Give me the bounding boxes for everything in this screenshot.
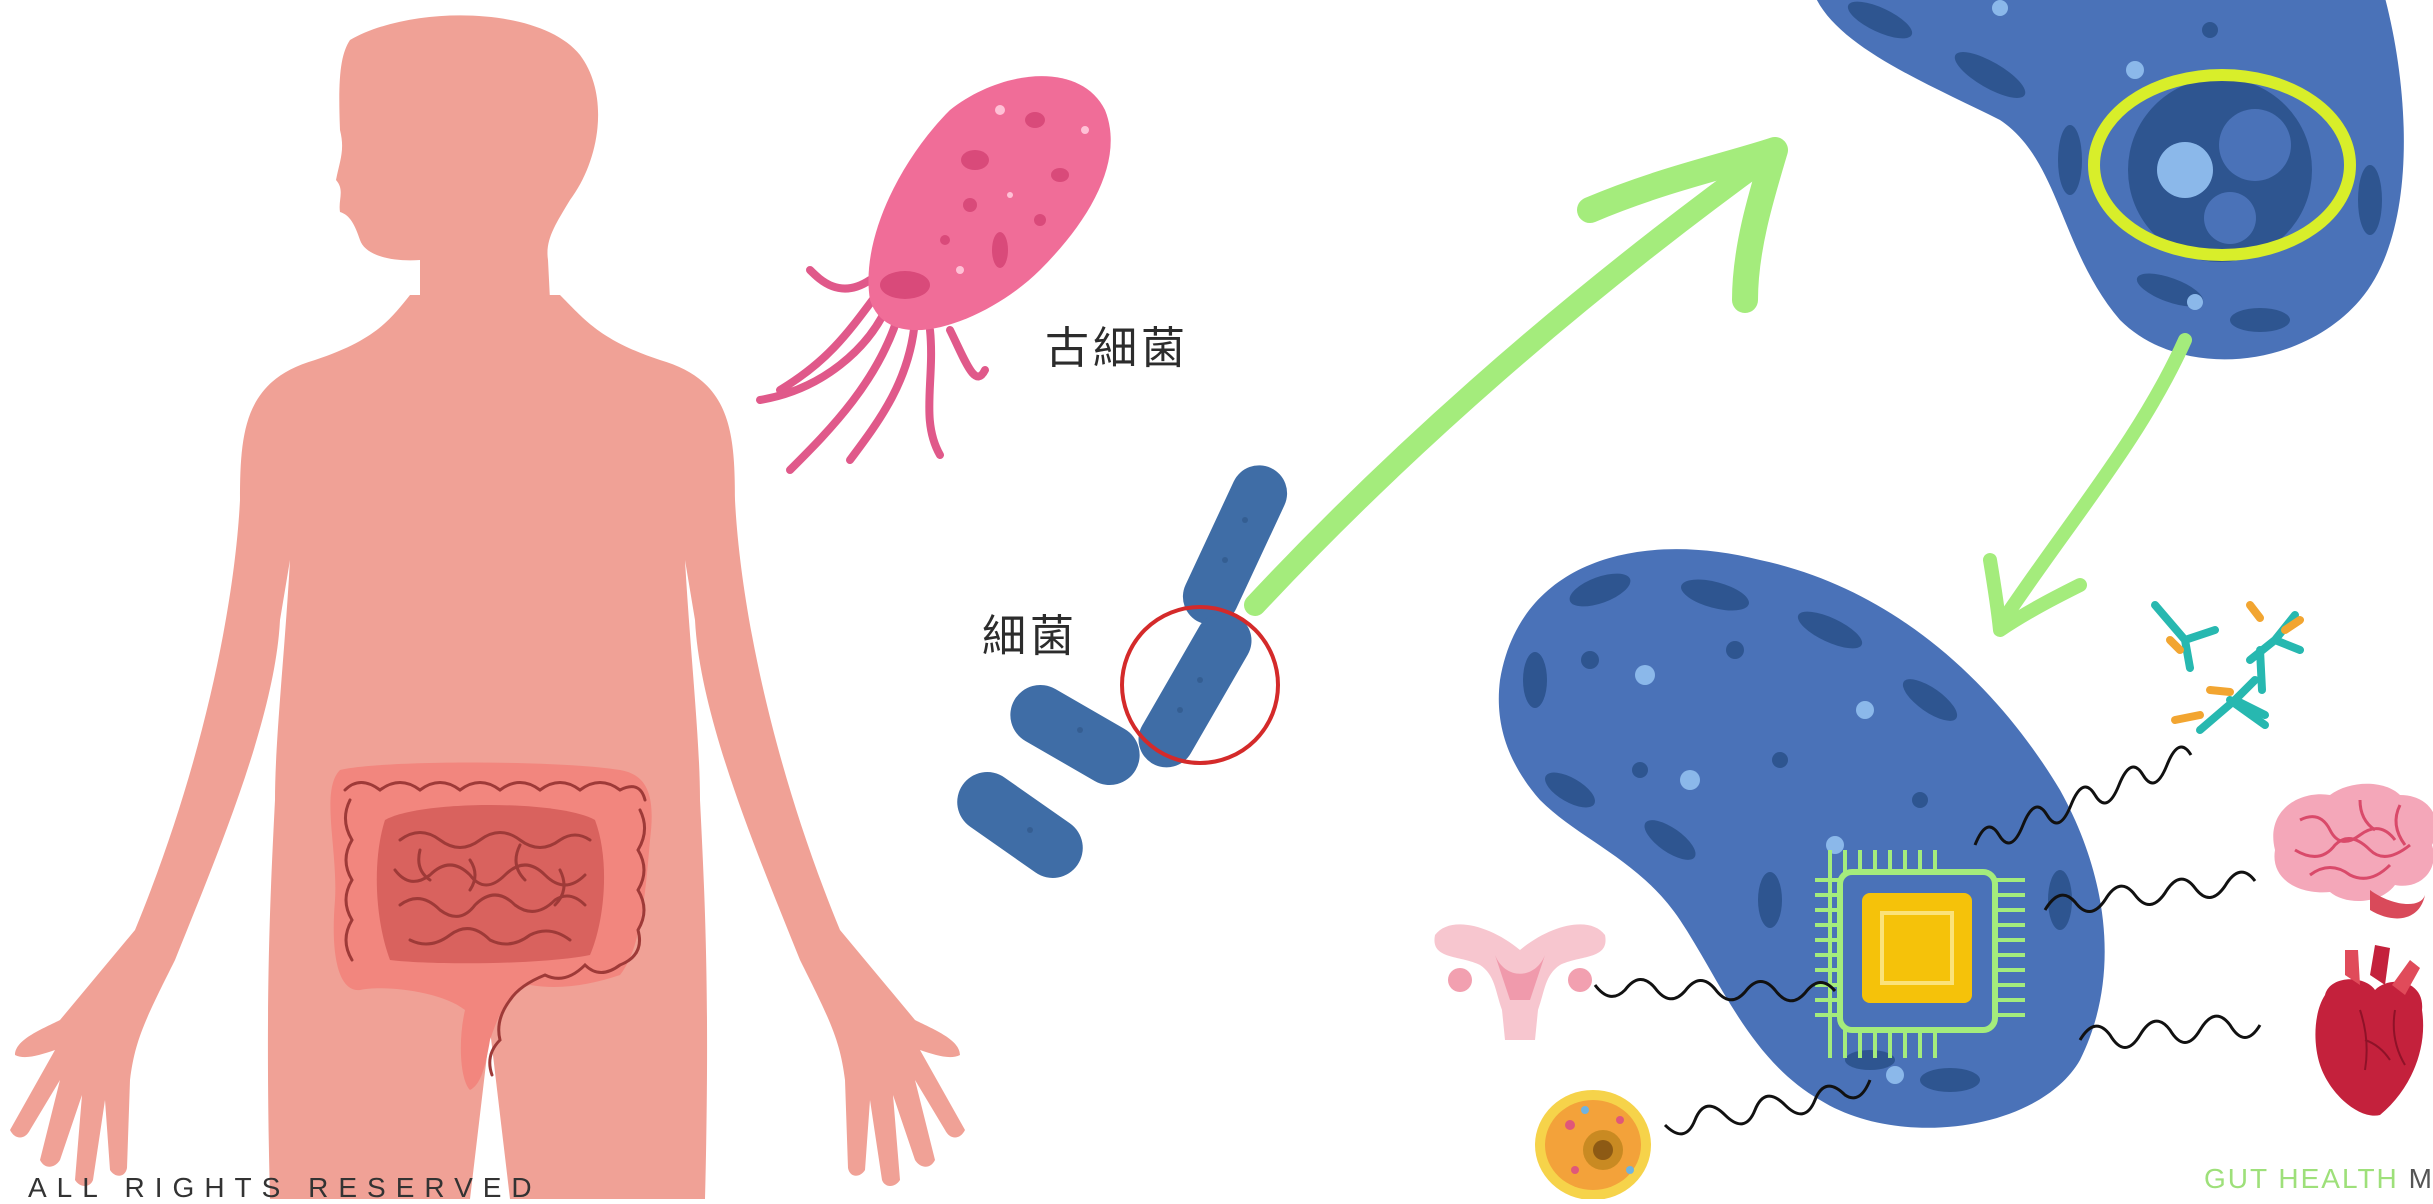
arrow-up-icon <box>1255 150 1775 605</box>
bacteria-icon <box>945 456 1296 890</box>
brand-footer: GUT HEALTH M <box>2204 1163 2433 1195</box>
archaea-icon <box>760 76 1111 470</box>
chip-icon <box>1815 850 2025 1058</box>
heart-icon <box>2315 945 2423 1116</box>
rights-footer: ALL RIGHTS RESERVED <box>28 1172 542 1204</box>
cell-organelle-icon <box>1535 1090 1651 1199</box>
antibody-icon <box>2155 605 2300 730</box>
nucleus-icon <box>2128 78 2312 262</box>
brand-extra-text: M <box>2409 1163 2433 1194</box>
archaea-label: 古細菌 <box>1045 312 1189 376</box>
cell-icon <box>1810 0 2404 359</box>
bacteria-label: 細菌 <box>982 600 1078 664</box>
cell-icon <box>1499 549 2105 1128</box>
arrow-down-icon <box>1990 340 2185 630</box>
brain-icon <box>2273 784 2433 919</box>
brand-text: GUT HEALTH <box>2204 1163 2399 1194</box>
uterus-icon <box>1434 924 1605 1040</box>
